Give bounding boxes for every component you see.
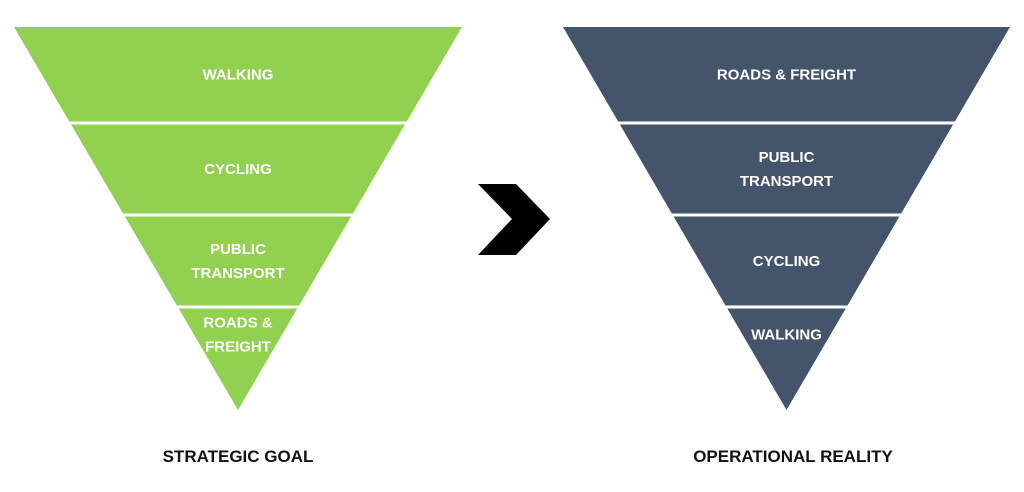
goal-funnel-band xyxy=(71,124,405,214)
strategic-goal-funnel: WALKING CYCLING PUBLIC TRANSPORT ROADS & FREI… xyxy=(14,27,462,410)
goal-funnel-band xyxy=(178,308,298,410)
reality-band-label: PUBLIC xyxy=(759,149,815,166)
goal-funnel-band xyxy=(14,27,462,122)
reality-band-label: CYCLING xyxy=(753,253,821,270)
goal-band-label: FREIGHT xyxy=(205,339,271,356)
reality-funnel-band xyxy=(727,308,846,410)
goal-funnel-band xyxy=(124,216,352,306)
operational-reality-caption: OPERATIONAL REALITY xyxy=(693,447,893,466)
strategic-goal-caption: STRATEGIC GOAL xyxy=(163,447,314,466)
chevron-right-icon xyxy=(478,184,550,255)
reality-band-label: TRANSPORT xyxy=(740,173,833,190)
reality-funnel-band xyxy=(563,27,1010,122)
operational-reality-funnel: ROADS & FREIGHT PUBLIC TRANSPORT CYCLING WAL… xyxy=(563,27,1010,410)
goal-band-label: TRANSPORT xyxy=(191,265,284,282)
goal-band-label: WALKING xyxy=(203,66,274,83)
goal-band-label: PUBLIC xyxy=(210,241,266,258)
reality-funnel-band xyxy=(673,216,900,306)
reality-funnel-band xyxy=(619,124,954,214)
reality-band-label: WALKING xyxy=(751,327,822,344)
reality-band-label: ROADS & FREIGHT xyxy=(717,66,856,83)
goal-band-label: CYCLING xyxy=(204,161,272,178)
goal-band-label: ROADS & xyxy=(203,315,272,332)
